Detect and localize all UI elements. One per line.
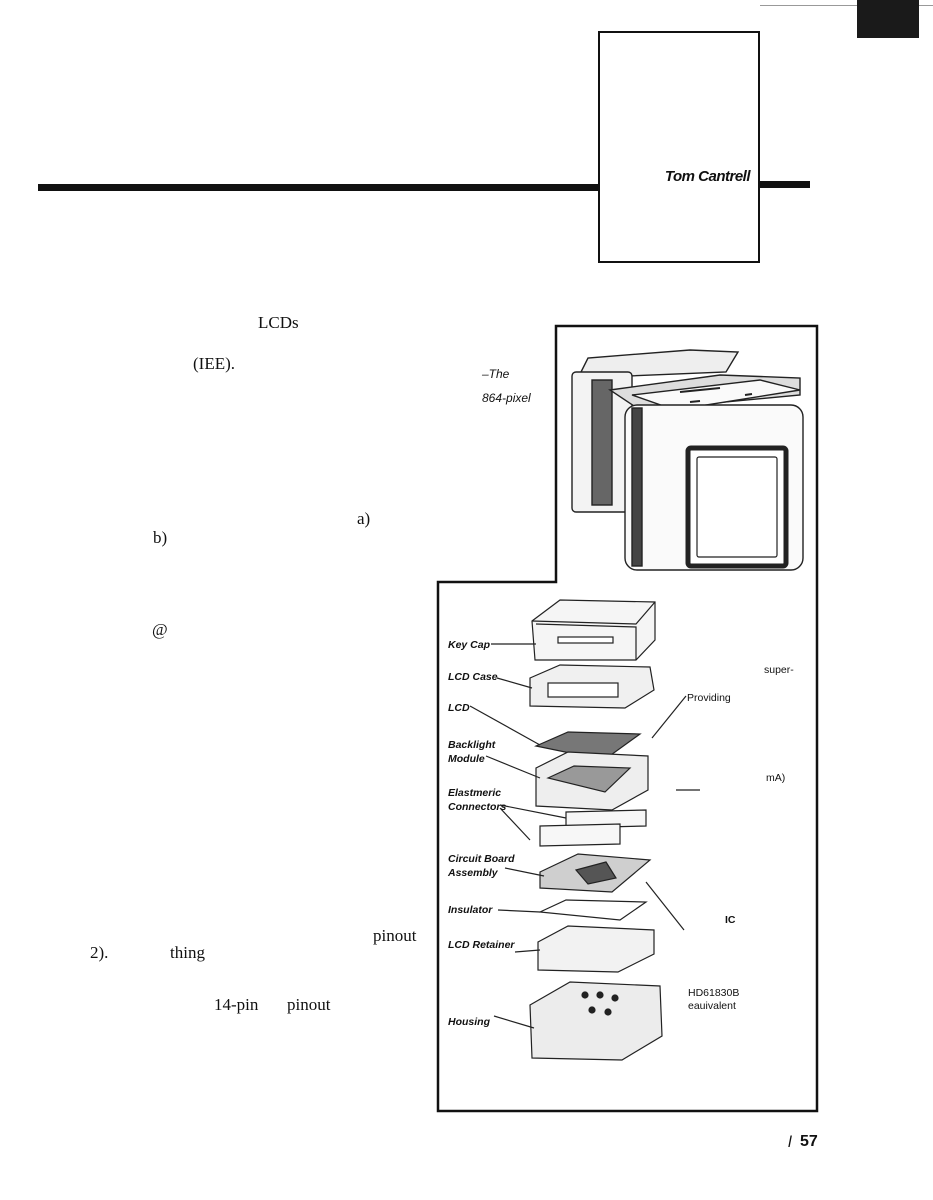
label-elastmeric: Elastmeric: [448, 787, 502, 799]
issue-mark: l: [788, 1134, 792, 1151]
caption-equivalent: eauivalent: [688, 1000, 736, 1012]
label-circuit-board: Circuit Board: [448, 853, 515, 865]
label-key-cap: Key Cap: [448, 639, 491, 651]
exploded-assembly-image: [469, 599, 700, 1061]
caption-the: –The: [482, 367, 510, 381]
text-iee: (IEE).: [193, 354, 236, 373]
lcd-keyswitch-image: [571, 349, 804, 571]
label-assembly: Assembly: [448, 867, 498, 879]
text-two: 2).: [90, 943, 109, 962]
caption-hd61830b: HD61830B: [688, 987, 740, 999]
page-corner-tab: [857, 0, 919, 38]
label-module: Module: [448, 753, 485, 765]
caption-super: super-: [764, 664, 794, 676]
text-a: a): [357, 509, 371, 528]
label-lcd: LCD: [448, 702, 470, 714]
page-number: 57: [800, 1133, 818, 1150]
label-insulator: Insulator: [448, 904, 493, 916]
text-pinout: pinout: [373, 926, 417, 945]
figure-frame: [436, 324, 819, 1113]
text-14pin: 14-pin: [214, 995, 259, 1014]
header-rule-right: [760, 181, 810, 188]
author-name: Tom Cantrell: [664, 168, 751, 185]
author-box: Tom Cantrell: [598, 31, 760, 263]
label-backlight: Backlight: [448, 739, 496, 751]
text-lcds: LCDs: [258, 313, 299, 332]
text-pinout-2: pinout: [287, 995, 331, 1014]
caption-providing: Providing: [687, 692, 731, 704]
label-lcd-case: LCD Case: [448, 671, 498, 683]
caption-ma: mA): [766, 772, 786, 784]
label-housing: Housing: [448, 1016, 490, 1028]
label-connectors: Connectors: [448, 801, 507, 813]
text-thing: thing: [170, 943, 205, 962]
label-lcd-retainer: LCD Retainer: [448, 939, 515, 951]
text-b: b): [153, 528, 168, 547]
caption-ic: IC: [725, 914, 736, 926]
caption-pixel: 864-pixel: [482, 391, 531, 405]
text-at: @: [152, 620, 168, 639]
top-rule: [760, 5, 933, 6]
header-rule: [38, 184, 600, 191]
